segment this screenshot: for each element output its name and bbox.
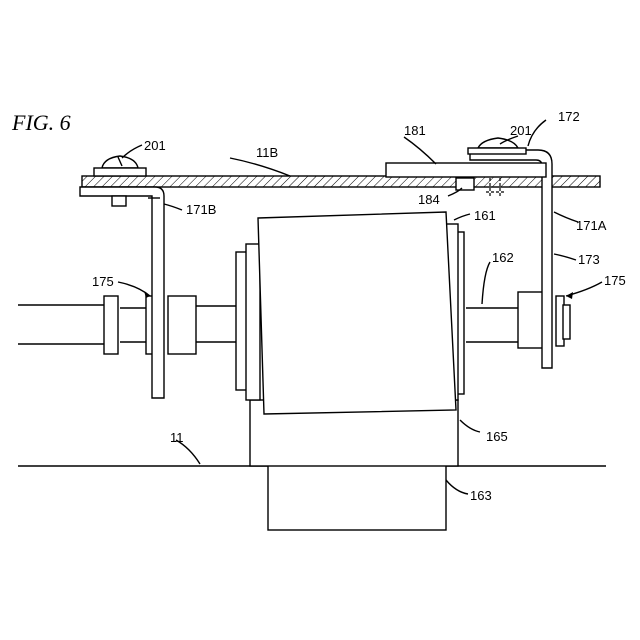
label-ring-right: 175 xyxy=(604,273,626,288)
label-shaft: 162 xyxy=(492,250,514,265)
label-mount: 163 xyxy=(470,488,492,503)
block-181 xyxy=(386,163,546,177)
left-collar xyxy=(104,296,196,354)
label-bracket-lower: 173 xyxy=(578,252,600,267)
label-body: 161 xyxy=(474,208,496,223)
label-screw-left: 201 xyxy=(144,138,166,153)
figure-title: FIG. 6 xyxy=(11,110,71,135)
left-bracket xyxy=(80,187,164,398)
label-right-bracket: 171A xyxy=(576,218,607,233)
label-ring-left: 175 xyxy=(92,274,114,289)
right-screw xyxy=(468,138,526,154)
label-screw-right: 201 xyxy=(510,123,532,138)
spacer-184 xyxy=(456,178,474,190)
label-right-bracket-top: 172 xyxy=(558,109,580,124)
motor-body xyxy=(236,212,464,414)
label-spacer: 184 xyxy=(418,192,440,207)
label-block: 181 xyxy=(404,123,426,138)
label-support: 165 xyxy=(486,429,508,444)
label-plate: 11B xyxy=(256,145,278,160)
label-left-bracket: 171B xyxy=(186,202,216,217)
label-base: 11 xyxy=(170,430,184,445)
ring-right-arrow xyxy=(566,292,573,299)
